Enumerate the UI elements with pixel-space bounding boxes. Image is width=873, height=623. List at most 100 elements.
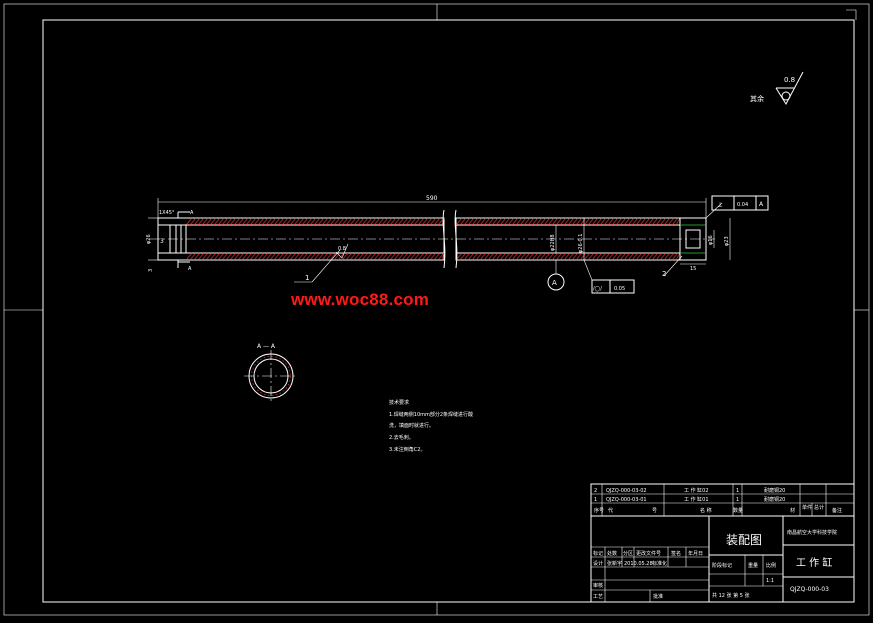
hatch-line — [389, 252, 397, 261]
roughness-value: 0.8 — [784, 76, 795, 84]
shaft-drawing — [150, 209, 715, 269]
hdr-note: 备注 — [832, 507, 842, 514]
roughness-check-icon — [775, 71, 804, 105]
sign-change-doc: 更改文件号 — [636, 550, 661, 557]
hatch-line — [269, 217, 277, 226]
hatch-line — [559, 217, 567, 226]
hatch-line — [527, 217, 535, 226]
section-view-label: A — A — [257, 343, 276, 350]
hatch-line — [313, 217, 321, 226]
hatch-line — [217, 252, 225, 261]
hatch-line — [197, 217, 205, 226]
hatch-line — [229, 252, 237, 261]
sheet-info: 共 12 张 第 5 张 — [712, 592, 750, 599]
hatch-line — [583, 252, 591, 261]
hatch-line — [361, 252, 369, 261]
hatch-line — [337, 217, 345, 226]
hatch-line — [587, 252, 595, 261]
hatch-line — [587, 217, 595, 226]
approve-label: 批准 — [653, 593, 663, 600]
hatch-line — [309, 252, 317, 261]
hatch-line — [635, 217, 643, 226]
hatch-line — [337, 252, 345, 261]
hatch-line — [571, 217, 579, 226]
hatch-line — [607, 252, 615, 261]
section-view-aa: A — A — [244, 343, 298, 402]
hatch-line — [459, 252, 467, 261]
hatch-line — [433, 217, 441, 226]
hatch-line — [651, 217, 659, 226]
dim-590: 590 — [426, 195, 438, 202]
hatch-line — [631, 217, 639, 226]
roughness-circle — [781, 91, 791, 101]
hatch-line — [599, 217, 607, 226]
hatch-line — [527, 252, 535, 261]
hatch-line — [253, 252, 261, 261]
hatch-line — [551, 252, 559, 261]
hatch-line — [459, 217, 467, 226]
hatch-line — [289, 252, 297, 261]
hatch-line — [499, 252, 507, 261]
left-dimensions: φ26 3 3 — [146, 217, 164, 272]
hatch-line — [429, 217, 437, 226]
hatch-line — [655, 217, 663, 226]
hatch-line — [611, 217, 619, 226]
hatch-line — [487, 252, 495, 261]
watermark: www.woc88.com — [291, 290, 430, 309]
hatch-line — [285, 217, 293, 226]
hatch-line — [285, 252, 293, 261]
part-name: 工 作 缸 — [796, 556, 832, 569]
hatch-line — [671, 252, 679, 261]
hatch-line — [353, 217, 361, 226]
hatch-line — [413, 217, 421, 226]
scale-value: 1:1 — [766, 578, 774, 584]
roughness-prefix: 其余 — [750, 94, 764, 103]
hatch-line — [603, 252, 611, 261]
hatch-line — [405, 252, 413, 261]
hatch-line — [405, 217, 413, 226]
hatch-line — [421, 252, 429, 261]
hatch-line — [381, 217, 389, 226]
hatch-line — [599, 252, 607, 261]
hatch-line — [583, 217, 591, 226]
hatch-line — [515, 217, 523, 226]
hatch-line — [591, 252, 599, 261]
hatch-line — [663, 252, 671, 261]
datum-label: A — [552, 279, 557, 287]
hatch-line — [233, 252, 241, 261]
hatch-line — [523, 252, 531, 261]
hatch-line — [491, 252, 499, 261]
part-leaders: 1 2 — [294, 249, 683, 283]
hdr-total: 总计 — [814, 504, 824, 511]
hatch-line — [479, 217, 487, 226]
hatch-line — [463, 217, 471, 226]
hatch-line — [487, 217, 495, 226]
hatch-line — [421, 217, 429, 226]
hatch-line — [555, 217, 563, 226]
hatch-line — [611, 252, 619, 261]
part-row-1-no: 1 — [594, 497, 597, 503]
hatch-line — [615, 217, 623, 226]
hdr-mat: 数量 — [733, 507, 743, 514]
title-block-frame — [590, 483, 855, 603]
hatch-line — [193, 252, 201, 261]
section-cut-marks: 1X45° A A — [159, 210, 194, 272]
hatch-line — [627, 217, 635, 226]
hatch-line — [357, 252, 365, 261]
hatch-line — [221, 252, 229, 261]
part-row-2-no: 2 — [594, 488, 597, 494]
hatch-line — [495, 252, 503, 261]
hatch-line — [595, 217, 603, 226]
title-block: 2 QJZQ-000-03-02 工 作 缸02 1 耐磨铜20 1 QJZQ-… — [590, 483, 855, 603]
hatch-line — [301, 217, 309, 226]
hatch-line — [313, 252, 321, 261]
hatch-line — [619, 252, 627, 261]
hatch-line — [591, 217, 599, 226]
hatch-line — [675, 217, 681, 226]
hatch-line — [281, 217, 289, 226]
hdr-unit: 单件 — [802, 504, 812, 511]
surface-check-icon — [335, 243, 349, 259]
hatch-line — [659, 252, 667, 261]
hatch-line — [515, 252, 523, 261]
hatch-line — [623, 217, 631, 226]
